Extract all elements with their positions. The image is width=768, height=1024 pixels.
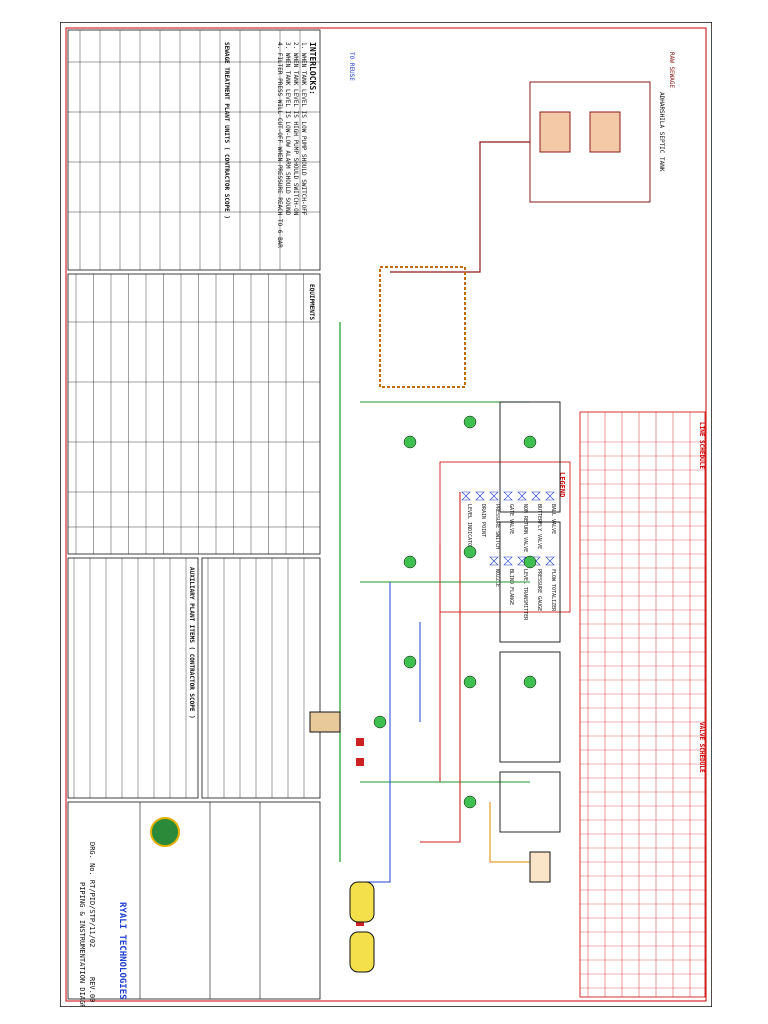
interlock-line: 4. FILTER PRESS WILL CUT-OFF WHEN PRESSU…: [276, 42, 283, 248]
legend-item: NON RETURN VALVE: [522, 504, 528, 552]
pump-icon: [463, 415, 477, 429]
legend-item: LEVEL INDICATOR: [466, 504, 472, 550]
legend-item: BALL VALVE: [550, 504, 556, 534]
legend-item: LEVEL TRANSMITTER: [522, 569, 528, 621]
valve-icon: [356, 758, 364, 766]
tank-table-title: SEWAGE TREATMENT PLANT UNITS ( CONTRACTO…: [223, 42, 230, 219]
pump-icon: [463, 795, 477, 809]
filter-feed-tank: [499, 771, 561, 833]
dosing-tank: [529, 851, 551, 883]
aeration-tank-1: [499, 401, 561, 513]
outer-border: [60, 22, 712, 1007]
legend-symbol: [503, 491, 513, 501]
pump-icon: [463, 545, 477, 559]
pump-icon: [373, 715, 387, 729]
reuse-label: TO REUSE: [348, 52, 355, 81]
aux-title: AUXILIARY PLANT ITEMS ( CONTRACTOR SCOPE…: [188, 567, 195, 719]
legend-item: PRESSURE SWITCH: [494, 504, 500, 549]
legend-item: PRESSURE GAUGE: [536, 569, 542, 611]
pid-drawing: INTERLOCKS:1. WHEN TANK LEVEL IS LOW PUM…: [60, 22, 712, 1007]
legend-symbol: [545, 556, 555, 566]
pump-icon: [403, 555, 417, 569]
aeration-tank-2: [499, 521, 561, 643]
pump-icon: [403, 655, 417, 669]
legend-item: NOZZLE: [494, 569, 500, 587]
revision: REV.00: [88, 977, 96, 1002]
pump-icon: [403, 435, 417, 449]
drawing-title: PIPING & INSTRUMENTATION DIAGRAM: [78, 882, 86, 1007]
legend-symbol: [461, 491, 471, 501]
equipment-title: EQUIPMENTS: [308, 284, 315, 321]
company-name: RYALI TECHNOLOGIES: [117, 902, 127, 1000]
pump-icon: [523, 555, 537, 569]
legend-item: FLOW TOTALIZER: [550, 569, 556, 612]
valve-icon: [356, 738, 364, 746]
schedule-tables: LINE SCHEDULE VALVE SCHEDULE: [579, 411, 706, 998]
raw-pump-1: [539, 111, 571, 153]
pump-icon: [523, 435, 537, 449]
legend-symbol: [503, 556, 513, 566]
title-block: RYALI TECHNOLOGIES PIPING & INSTRUMENTAT…: [67, 801, 321, 1007]
legend-item: BLIND FLANGE: [508, 569, 514, 605]
pump-icon: [523, 675, 537, 689]
legend-item: BUTTERFLY VALVE: [536, 504, 542, 549]
septic-label: ADHARSHILA SEPTIC TANK: [658, 92, 665, 172]
legend-box: LEGEND BALL VALVE BUTTERFLY VALVE NON RETUR…: [439, 461, 571, 621]
interlock-line: 2. WHEN TANK LEVEL IS HIGH PUMP SHOULD S…: [292, 42, 299, 216]
inner-border: [65, 27, 707, 1002]
aux-table: AUXILIARY PLANT ITEMS ( CONTRACTOR SCOPE…: [67, 557, 321, 799]
legend-symbol: [517, 491, 527, 501]
pressure-sand-filter: [349, 881, 375, 923]
legend-title: LEGEND: [558, 472, 566, 497]
legend-symbol: [489, 491, 499, 501]
interlocks-title: INTERLOCKS:: [308, 42, 317, 95]
equipment-table: EQUIPMENTS: [67, 273, 321, 555]
legend-symbol: [475, 491, 485, 501]
equalization-tank: [379, 266, 466, 388]
raw-pump-2: [589, 111, 621, 153]
legend-item: DRAIN POINT: [480, 504, 486, 537]
interlock-line: 3. WHEN TANK LEVEL IS LOW-LOW ALARM SHOU…: [284, 42, 291, 216]
pump-icon: [463, 675, 477, 689]
valve-schedule-title: VALVE SCHEDULE: [698, 722, 705, 773]
line-schedule-title: LINE SCHEDULE: [698, 422, 705, 469]
company-logo: [150, 817, 180, 847]
clarifier: [499, 651, 561, 763]
filter-press: [309, 711, 341, 733]
tank-table: INTERLOCKS:1. WHEN TANK LEVEL IS LOW PUM…: [67, 29, 321, 271]
legend-item: GATE VALVE: [508, 504, 514, 534]
drawing-number: DRG. No. RT/PID/STP/11/02: [88, 842, 96, 947]
legend-symbol: [545, 491, 555, 501]
activated-carbon-filter: [349, 931, 375, 973]
interlock-line: 1. WHEN TANK LEVEL IS LOW PUMP SHOULD SW…: [300, 42, 307, 216]
legend-symbol: [531, 491, 541, 501]
legend-symbol: [489, 556, 499, 566]
raw-sewage-label: RAW SEWAGE: [668, 52, 675, 89]
